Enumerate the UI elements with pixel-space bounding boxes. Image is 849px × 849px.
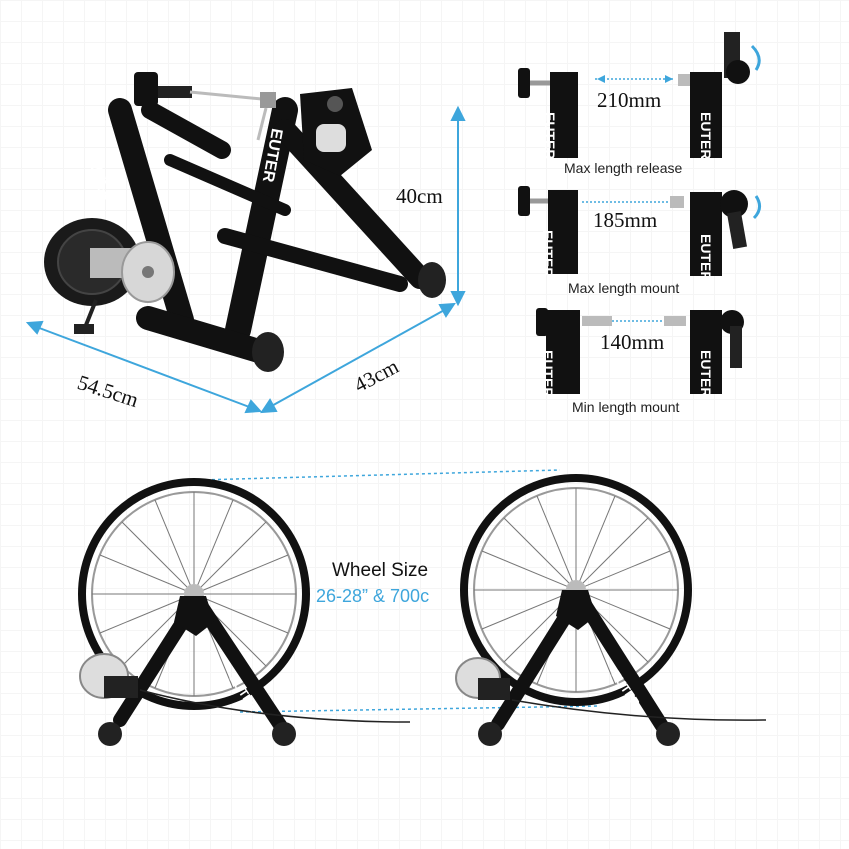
stand-left-clamp [174,596,214,636]
mount-distance-3: 140mm [600,330,665,354]
stand-right-clamp [556,590,596,630]
height-label: 40cm [396,184,443,208]
wheel-size-values: 26-28” & 700c [316,586,430,606]
mount-row-2 [518,186,761,276]
mount-distance-1: 210mm [597,88,662,112]
mount-label-3: Min length mount [572,399,680,415]
mount-row-1 [518,32,761,158]
wheel-left [78,478,310,710]
length-arrow [25,320,263,414]
width-arrow [260,302,456,414]
wheel-size-title: Wheel Size [332,560,429,581]
mount-label-1: Max length release [564,160,683,176]
height-arrow [450,105,466,307]
mount-label-2: Max length mount [568,280,680,296]
mount-row-3 [536,308,744,394]
mount-distance-2: 185mm [593,208,658,232]
stand-right [491,593,669,733]
